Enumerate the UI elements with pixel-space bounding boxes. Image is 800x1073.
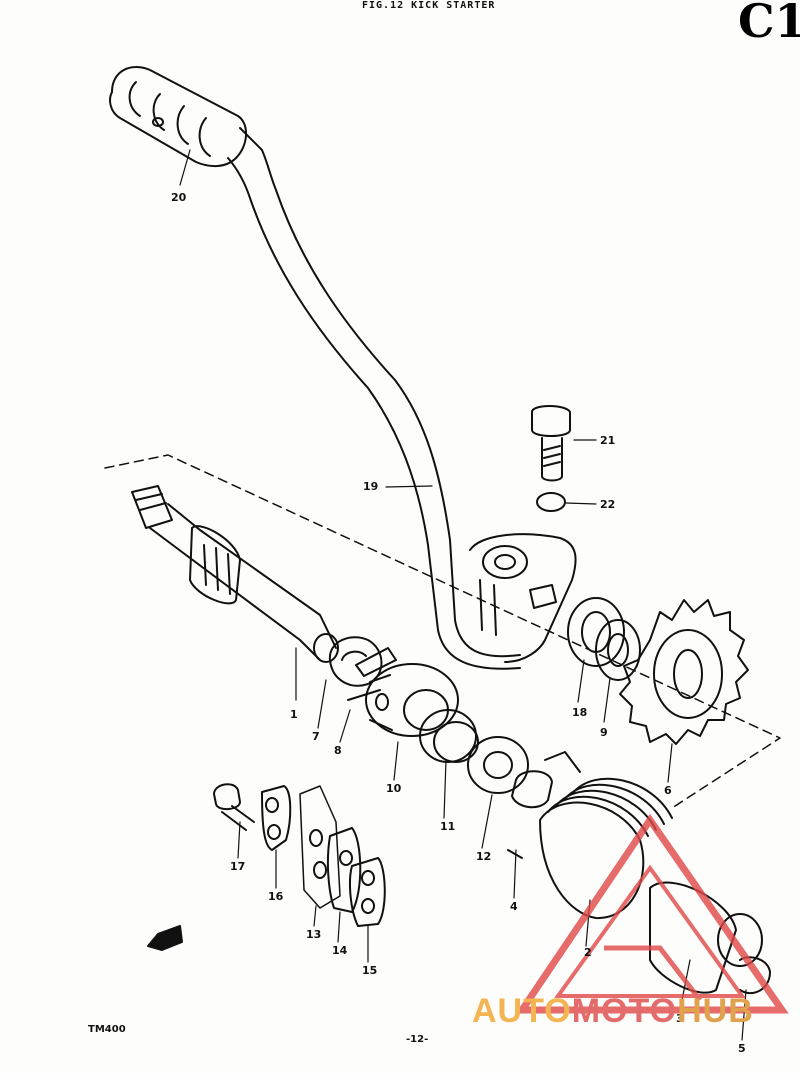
callout-22: 22 bbox=[600, 498, 616, 511]
page-number: -12- bbox=[406, 1034, 429, 1045]
callout-2: 2 bbox=[584, 946, 592, 959]
callout-4: 4 bbox=[510, 900, 518, 913]
watermark-triangle-icon bbox=[515, 813, 789, 1014]
callout-16: 16 bbox=[268, 890, 284, 903]
callout-9: 9 bbox=[600, 726, 608, 739]
callout-12: 12 bbox=[476, 850, 492, 863]
callout-3: 3 bbox=[676, 1012, 684, 1025]
part-22-washer bbox=[536, 492, 566, 512]
watermark-part-moto: MOTO bbox=[571, 992, 678, 1030]
part-17-bolt bbox=[213, 783, 255, 831]
callout-5: 5 bbox=[738, 1042, 746, 1055]
callout-17: 17 bbox=[230, 860, 246, 873]
callout-13: 13 bbox=[306, 928, 322, 941]
forward-arrow-icon bbox=[147, 925, 183, 951]
callout-14: 14 bbox=[332, 944, 348, 957]
callout-11: 11 bbox=[440, 820, 456, 833]
callout-18: 18 bbox=[572, 706, 588, 719]
section-mark: C1 bbox=[738, 0, 800, 48]
part-18-washer bbox=[567, 597, 625, 667]
watermark-part-auto: AUTO bbox=[472, 992, 572, 1030]
part-7-circlip bbox=[328, 636, 383, 687]
callout-21: 21 bbox=[600, 434, 616, 447]
assembly-boundary bbox=[104, 454, 781, 809]
watermark-logo: AUTOMOTOHUB bbox=[472, 992, 754, 1031]
watermark-part-hub: HUB bbox=[677, 992, 754, 1030]
part-12-washer bbox=[467, 736, 529, 794]
part-9-washer bbox=[595, 619, 641, 681]
callout-15: 15 bbox=[362, 964, 378, 977]
part-19-kick-arm bbox=[227, 127, 577, 670]
callout-6: 6 bbox=[664, 784, 672, 797]
part-2-return-spring bbox=[539, 777, 673, 920]
part-6-idle-gear bbox=[619, 599, 749, 745]
part-14-plate bbox=[326, 827, 362, 913]
model-name: TM400 bbox=[88, 1024, 126, 1035]
part-13-gasket bbox=[299, 785, 341, 909]
callout-10: 10 bbox=[386, 782, 402, 795]
callout-8: 8 bbox=[334, 744, 342, 757]
part-10-drive-gear bbox=[365, 663, 459, 737]
part-20-grip bbox=[109, 65, 247, 168]
part-15-plate bbox=[349, 857, 386, 927]
part-21-bolt bbox=[531, 405, 571, 482]
part-1-kick-shaft bbox=[131, 485, 339, 663]
callout-7: 7 bbox=[312, 730, 320, 743]
callout-20: 20 bbox=[171, 191, 187, 204]
part-3-sleeve bbox=[649, 881, 763, 994]
callout-19: 19 bbox=[363, 480, 379, 493]
part-4-spring-guide bbox=[507, 751, 581, 859]
part-16-plate bbox=[261, 785, 292, 851]
part-8-guide bbox=[347, 647, 397, 701]
part-11-spring bbox=[419, 709, 477, 763]
figure-title: FIG.12 KICK STARTER bbox=[362, 0, 496, 11]
callout-1: 1 bbox=[290, 708, 298, 721]
